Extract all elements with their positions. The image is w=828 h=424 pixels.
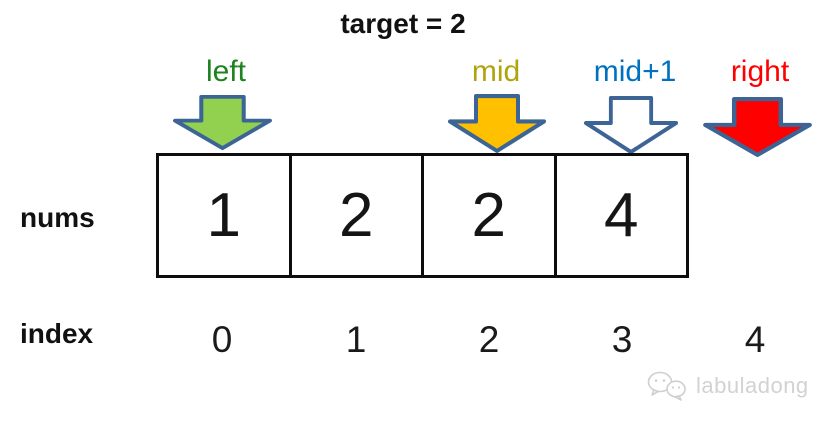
pointer-label-left: left xyxy=(205,55,247,88)
watermark: labuladong xyxy=(646,371,809,401)
nums-array: 1 2 2 4 xyxy=(156,153,689,278)
index-value-0: 0 xyxy=(211,319,233,360)
index-label: index xyxy=(20,318,94,349)
cell-value: 2 xyxy=(471,181,506,250)
down-arrow-icon-mid xyxy=(448,94,546,153)
target-title: target = 2 xyxy=(340,8,466,39)
cell-value: 4 xyxy=(604,181,639,250)
down-arrow-icon-right xyxy=(703,97,812,157)
pointer-label-mid: mid xyxy=(471,55,521,88)
down-arrow-shape xyxy=(583,96,679,154)
down-arrow-shape xyxy=(173,94,272,151)
index-value-3: 3 xyxy=(611,319,633,360)
down-arrow-shape xyxy=(448,94,546,153)
index-value-4: 4 xyxy=(744,319,766,360)
array-cell-3: 4 xyxy=(553,156,687,275)
cell-value: 1 xyxy=(206,181,241,250)
array-cell-1: 2 xyxy=(288,156,422,275)
wechat-chat-bubbles-icon xyxy=(647,371,686,401)
watermark-text: labuladong xyxy=(696,373,809,398)
index-value-1: 1 xyxy=(345,319,367,360)
down-arrow-shape xyxy=(703,97,812,157)
array-cell-2: 2 xyxy=(421,156,554,275)
down-arrow-icon-mid-plus-1 xyxy=(583,96,679,154)
array-cell-0: 1 xyxy=(159,156,289,275)
index-value-2: 2 xyxy=(478,319,500,360)
down-arrow-icon-left xyxy=(173,94,272,151)
pointer-label-mid-plus-1: mid+1 xyxy=(593,55,677,88)
pointer-label-right: right xyxy=(730,55,790,88)
nums-label: nums xyxy=(20,202,95,233)
cell-value: 2 xyxy=(339,181,374,250)
